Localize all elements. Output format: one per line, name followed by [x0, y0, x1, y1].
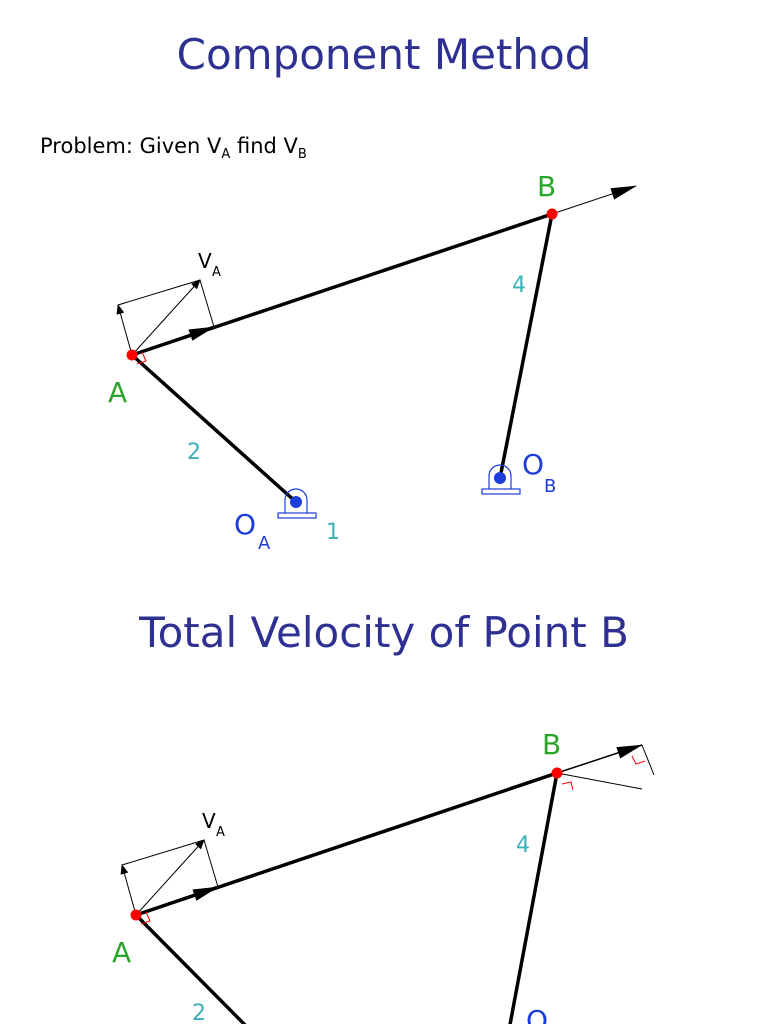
problem-mid: find V	[230, 134, 298, 158]
label-ground-ob-sub: B	[544, 476, 556, 497]
vb-total-velocity-arrow	[556, 744, 643, 774]
component-along-ab-arrow	[149, 325, 215, 351]
label-link-4: 4	[512, 273, 526, 298]
label-ground-ob: O	[522, 448, 544, 481]
right-angle-mark-a	[136, 351, 147, 365]
label-ground-oa: O	[234, 508, 256, 541]
label-link-1: 1	[326, 520, 340, 545]
ground-pivot-ob	[481, 464, 521, 495]
construction-line-top	[117, 279, 201, 306]
vb-perpendicular-construction	[641, 744, 655, 776]
ground-pivot-oa	[277, 488, 317, 519]
right-angle-mark-tip	[631, 755, 646, 765]
construction-line-right	[199, 279, 215, 328]
label-point-a: A	[108, 376, 127, 409]
link-4	[498, 213, 554, 479]
label-ground-oa-sub: A	[258, 533, 271, 554]
problem-statement: Problem: Given VA find VB	[40, 134, 307, 162]
diagram-total-velocity: B A V A 4 2 O	[112, 728, 655, 1024]
label-link-4: 4	[516, 833, 530, 858]
problem-sub-a: A	[221, 147, 231, 163]
label-link-2: 2	[192, 1001, 206, 1024]
slide-title-component-method: Component Method	[176, 30, 592, 79]
link-2	[130, 353, 298, 504]
vb-component-line	[556, 772, 643, 790]
slide-title-total-velocity: Total Velocity of Point B	[139, 608, 629, 657]
link-2	[134, 913, 247, 1024]
label-point-b: B	[537, 170, 556, 203]
problem-sub-b: B	[297, 147, 307, 163]
link-4	[508, 772, 559, 1024]
label-point-a: A	[112, 936, 131, 969]
label-link-2: 2	[187, 440, 201, 465]
label-velocity-va-sub: A	[212, 265, 221, 280]
joint-b	[546, 208, 558, 220]
construction-line-top	[121, 839, 205, 866]
component-along-ab-arrow	[153, 885, 219, 911]
va-vector	[131, 279, 201, 356]
construction-line-right	[203, 839, 219, 888]
right-angle-mark-a	[140, 911, 151, 925]
va-perpendicular-component	[116, 304, 133, 356]
label-point-b: B	[542, 728, 561, 761]
label-ground-ob: O	[526, 1004, 548, 1024]
label-velocity-va: V	[202, 809, 216, 833]
right-angle-mark-b	[561, 781, 574, 791]
label-velocity-va: V	[198, 249, 212, 273]
vb-direction-arrow	[551, 185, 637, 215]
joint-b	[551, 767, 563, 779]
va-vector	[135, 839, 205, 916]
problem-prefix: Problem: Given V	[40, 134, 222, 158]
joint-a	[130, 909, 142, 921]
label-velocity-va-sub: A	[216, 825, 225, 840]
va-perpendicular-component	[120, 864, 137, 916]
diagram-component-method: B A V A 4 2 O A 1 O B	[108, 170, 637, 554]
joint-a	[126, 349, 138, 361]
